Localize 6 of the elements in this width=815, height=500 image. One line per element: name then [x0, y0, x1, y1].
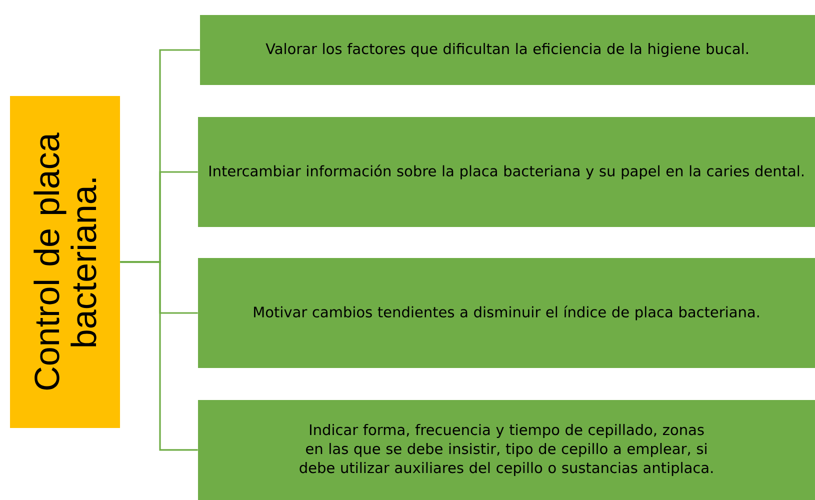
process-box: Intercambiar información sobre la placa bacteriana y su papel en la caries dental. — [198, 117, 815, 227]
process-box: Indicar forma, frecuencia y tiempo de cepillado, zonas en las que se debe insistir, tipo de cepillo a emplear, si debe utilizar auxiliares del cepillo o sustancias antiplaca. — [198, 400, 815, 500]
title-box: Control de placa bacteriana. — [10, 96, 120, 428]
process-box: Valorar los factores que dificultan la eficiencia de la higiene bucal. — [200, 15, 815, 85]
process-box: Motivar cambios tendientes a disminuir el índice de placa bacteriana. — [198, 258, 815, 368]
connector-line — [120, 261, 198, 451]
